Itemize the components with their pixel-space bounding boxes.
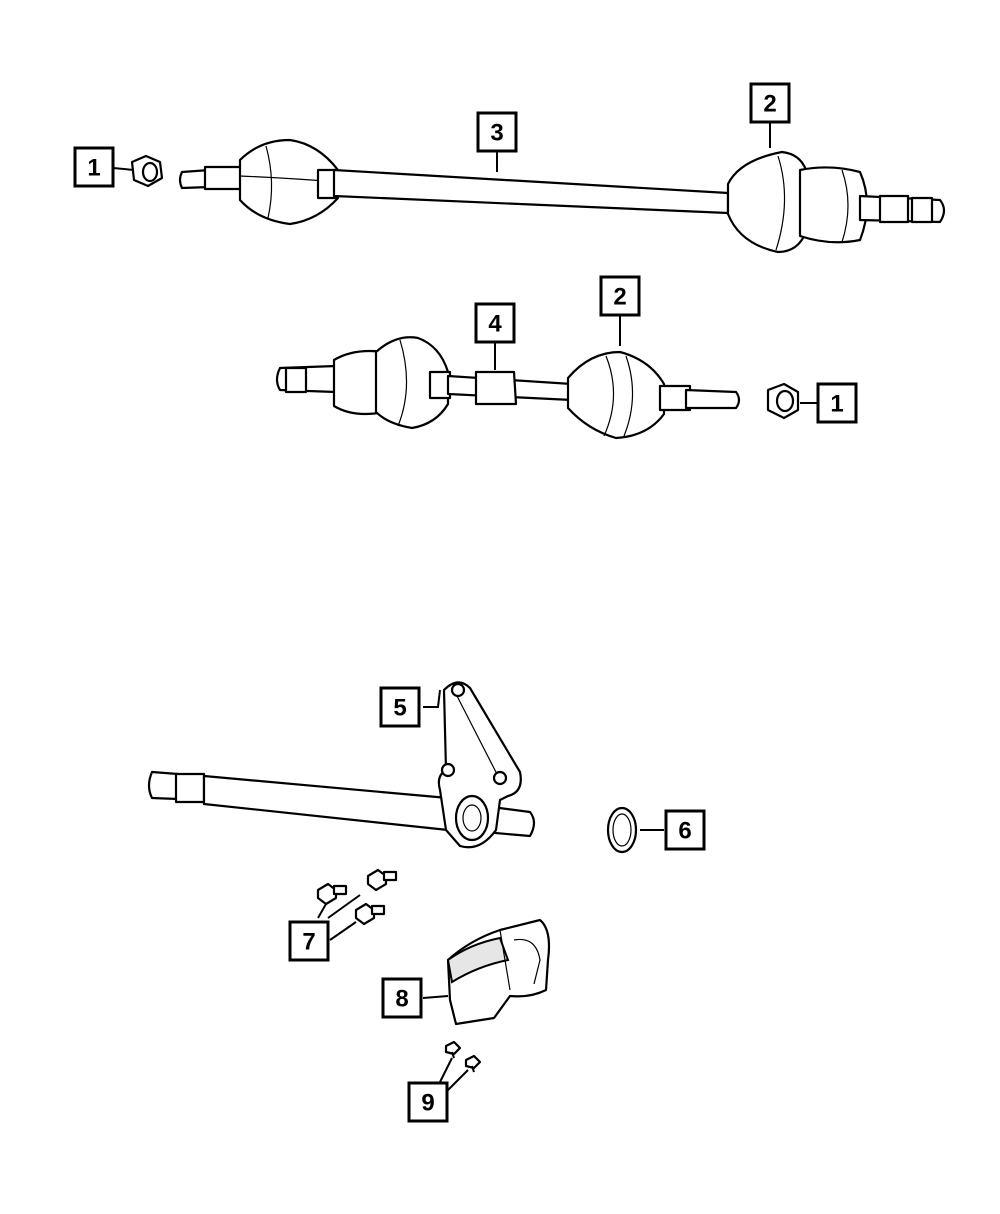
bearing-bracket [437, 681, 522, 849]
callout-3: 3 [476, 111, 518, 153]
callout-9: 9 [407, 1081, 449, 1123]
callout-1-middle: 1 [816, 382, 858, 424]
callout-1-middle-label: 1 [830, 391, 843, 418]
callout-2-top: 2 [749, 82, 791, 124]
callout-6-label: 6 [678, 818, 691, 845]
callout-1-top-label: 1 [87, 155, 100, 182]
screw-set-9 [444, 1040, 482, 1073]
drive-shaft-long [178, 138, 946, 254]
callout-5-label: 5 [393, 695, 406, 722]
hex-nut-top [130, 154, 164, 188]
callout-7: 7 [288, 920, 330, 962]
callout-8: 8 [381, 977, 423, 1019]
callout-8-label: 8 [395, 986, 408, 1013]
callout-1-top: 1 [73, 146, 115, 188]
callout-7-label: 7 [302, 929, 315, 956]
callout-9-label: 9 [421, 1090, 434, 1117]
callout-4: 4 [474, 302, 516, 344]
callout-6: 6 [664, 809, 706, 851]
leader-lines [112, 122, 818, 1091]
callout-2-middle-label: 2 [613, 284, 626, 311]
callout-4-label: 4 [488, 311, 502, 338]
hex-nut-middle [766, 382, 800, 420]
callout-2-top-label: 2 [763, 91, 776, 118]
callout-3-label: 3 [490, 120, 503, 147]
heat-shield [446, 918, 551, 1026]
drive-shaft-short [275, 336, 741, 440]
callout-5: 5 [379, 686, 421, 728]
callout-2-middle: 2 [599, 275, 641, 317]
bolt-set-7 [316, 868, 398, 926]
intermediate-shaft [147, 770, 536, 838]
seal-ring [606, 806, 638, 854]
